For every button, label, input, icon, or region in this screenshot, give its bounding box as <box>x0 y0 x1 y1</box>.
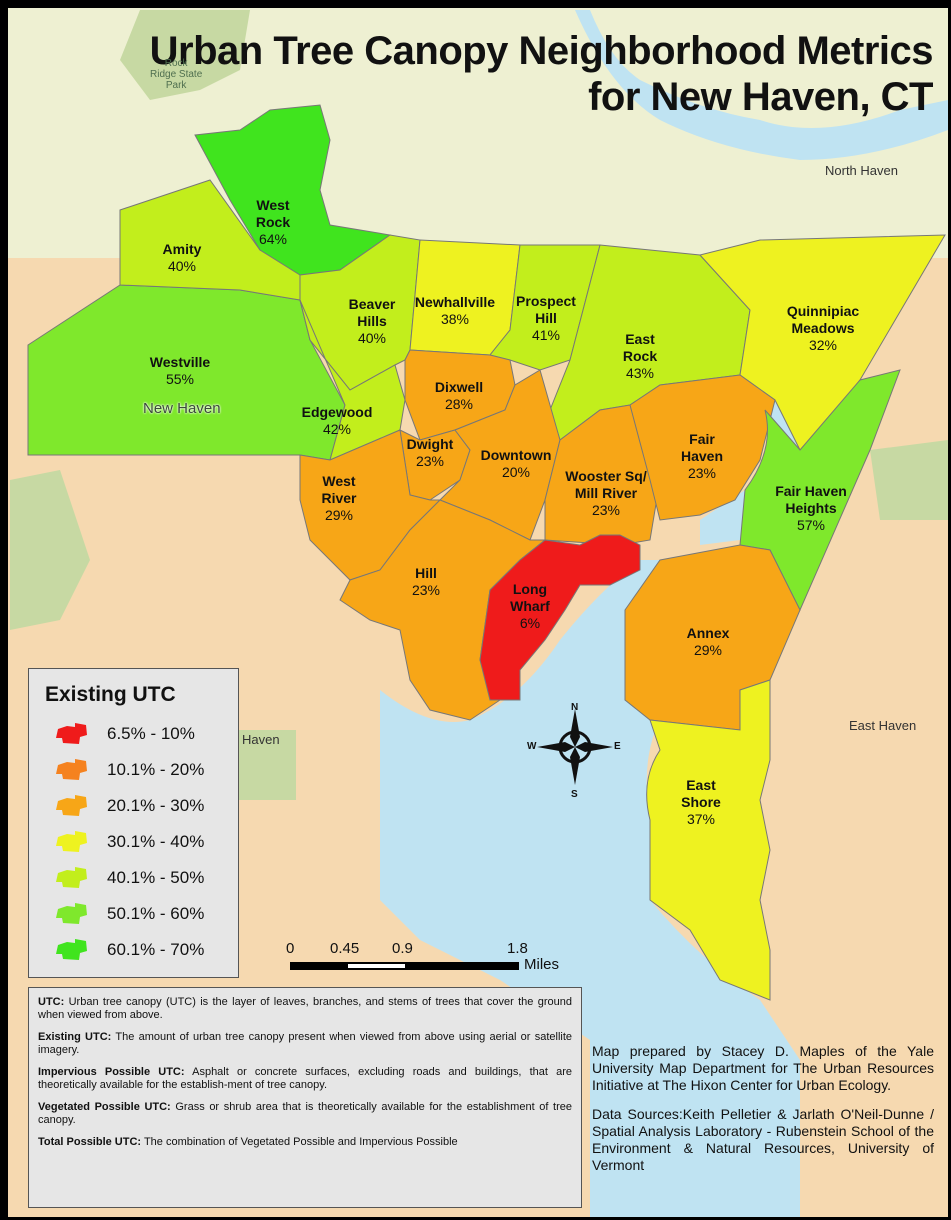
legend-title: Existing UTC <box>45 683 176 706</box>
legend-label: 50.1% - 60% <box>107 904 205 923</box>
compass-e: E <box>614 741 621 752</box>
park-area-sw <box>236 730 296 800</box>
legend-item: 10.1% - 20% <box>55 757 235 783</box>
polygon-long-wharf <box>479 534 641 701</box>
credit-sources: Data Sources:Keith Pelletier & Jarlath O… <box>592 1106 934 1173</box>
north-river <box>575 10 948 160</box>
definition-term: UTC: <box>38 996 65 1008</box>
compass-n: N <box>571 702 579 713</box>
legend-item: 30.1% - 40% <box>55 829 235 855</box>
polygon-fair-haven-heights <box>739 369 901 612</box>
legend-swatch <box>56 723 87 744</box>
polygon-west-rock <box>194 104 392 276</box>
compass-rose-icon <box>537 709 613 785</box>
definition-term: Impervious Possible UTC: <box>38 1066 185 1078</box>
legend-item: 50.1% - 60% <box>55 901 235 927</box>
park-area-west <box>10 470 90 630</box>
definition-text: The amount of urban tree canopy present … <box>38 1031 572 1056</box>
scale-tick-09: 0.9 <box>392 940 413 957</box>
place-west-haven: Haven <box>242 732 280 747</box>
legend: Existing UTC 6.5% - 10% 10.1% - 20% 20.1% … <box>28 668 239 978</box>
definition-term: Existing UTC: <box>38 1031 112 1043</box>
definition-item: Impervious Possible UTC: Asphalt or conc… <box>38 1066 572 1092</box>
legend-label: 6.5% - 10% <box>107 724 195 743</box>
definition-text: Grass or shrub area that is theoreticall… <box>38 1101 573 1126</box>
legend-label: 40.1% - 50% <box>107 868 205 887</box>
park-area-east <box>870 440 948 520</box>
legend-label: 10.1% - 20% <box>107 760 205 779</box>
legend-swatch <box>56 903 87 924</box>
scale-tick-0: 0 <box>286 940 295 957</box>
definition-text: The combination of Vegetated Possible an… <box>143 1136 458 1148</box>
polygon-east-shore <box>646 679 771 1001</box>
definition-item: Existing UTC: The amount of urban tree c… <box>38 1031 572 1057</box>
map-title-line2: for New Haven, CT <box>588 75 933 119</box>
legend-swatch <box>56 759 87 780</box>
place-north-haven: North Haven <box>825 163 898 178</box>
scale-tick-18: 1.8 <box>507 940 528 957</box>
polygon-fair-haven <box>629 374 776 521</box>
scale-tick-045: 0.45 <box>330 940 360 957</box>
legend-label: 20.1% - 30% <box>107 796 205 815</box>
place-new-haven: New Haven <box>143 400 221 417</box>
definition-term: Vegetated Possible UTC: <box>38 1101 171 1113</box>
compass-w: W <box>527 741 537 752</box>
legend-swatch <box>56 831 87 852</box>
credits: Map prepared by Stacey D. Maples of the … <box>592 1043 934 1186</box>
polygon-wooster <box>544 404 661 546</box>
neighborhood-polygons <box>27 104 946 1001</box>
park-label: Rock Ridge State Park <box>150 58 203 91</box>
credit-prepared: Map prepared by Stacey D. Maples of the … <box>592 1043 934 1093</box>
legend-swatch <box>56 795 87 816</box>
legend-item: 6.5% - 10% <box>55 721 235 747</box>
definition-term: Total Possible UTC: <box>38 1136 142 1148</box>
place-east-haven: East Haven <box>849 718 917 733</box>
harbor-water <box>380 560 800 1217</box>
park-area <box>120 10 250 100</box>
definition-item: Vegetated Possible UTC: Grass or shrub a… <box>38 1101 572 1127</box>
definition-text: Urban tree canopy (UTC) is the layer of … <box>38 996 572 1021</box>
map-title-line1: Urban Tree Canopy Neighborhood Metrics <box>149 29 934 73</box>
definition-item: UTC: Urban tree canopy (UTC) is the laye… <box>38 996 572 1022</box>
definition-text: Asphalt or concrete surfaces, excluding … <box>38 1066 572 1091</box>
scale-unit: Miles <box>524 956 560 973</box>
polygon-downtown <box>439 369 561 541</box>
legend-swatch <box>56 939 87 960</box>
legend-swatch <box>56 867 87 888</box>
definition-item: Total Possible UTC: The combination of V… <box>38 1136 572 1149</box>
definitions-box: UTC: Urban tree canopy (UTC) is the laye… <box>28 987 582 1208</box>
legend-item: 40.1% - 50% <box>55 865 235 891</box>
legend-item: 20.1% - 30% <box>55 793 235 819</box>
legend-label: 30.1% - 40% <box>107 832 205 851</box>
scale-bar <box>290 962 519 970</box>
legend-label: 60.1% - 70% <box>107 940 205 959</box>
compass-s: S <box>571 789 578 800</box>
legend-item: 60.1% - 70% <box>55 937 235 963</box>
